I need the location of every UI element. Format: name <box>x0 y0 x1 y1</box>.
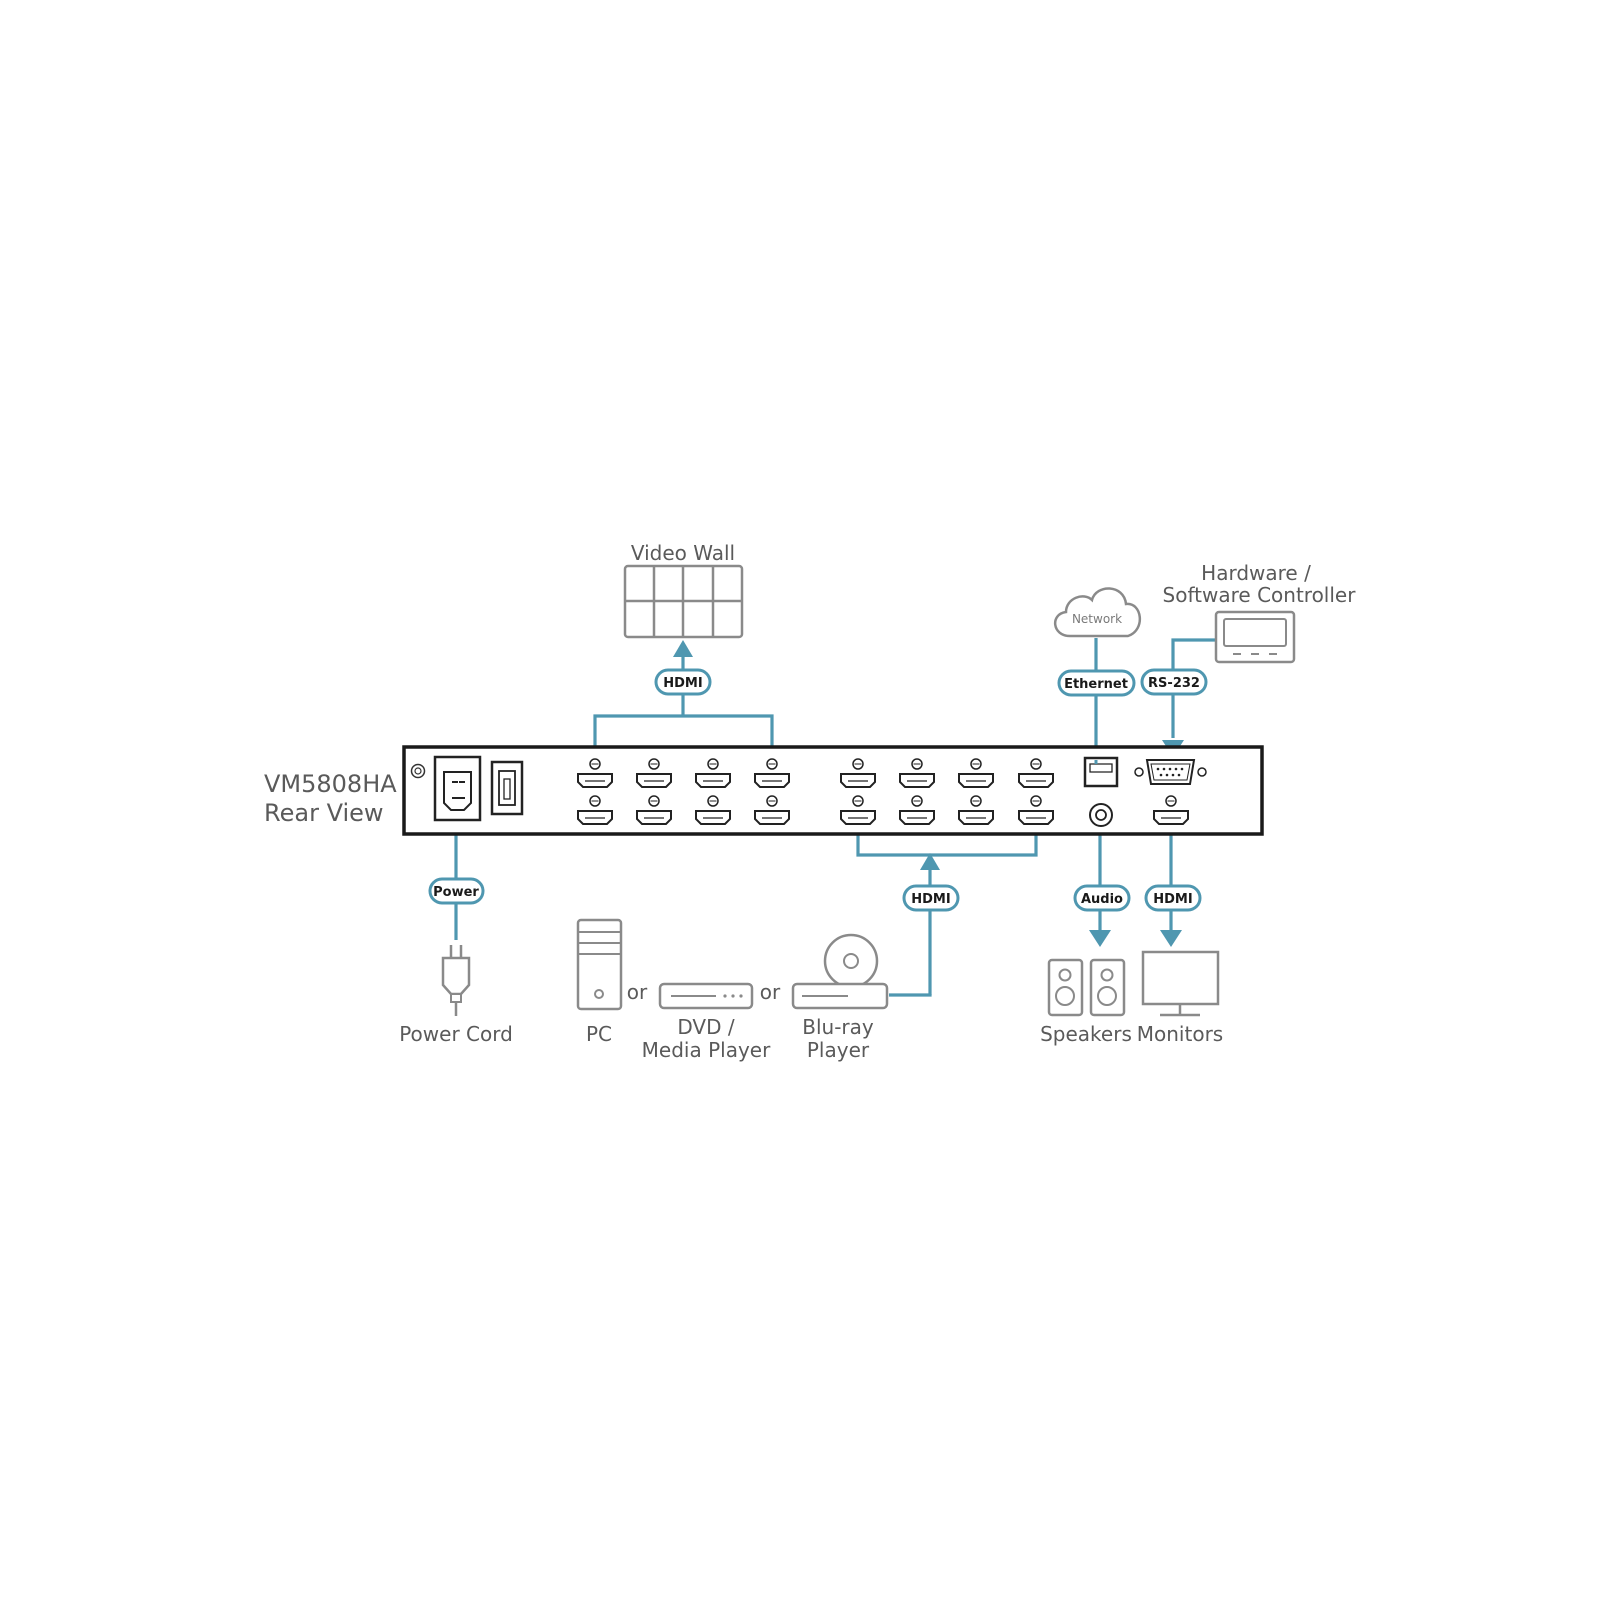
video-wall-label: Video Wall <box>631 541 735 565</box>
bluray-player-icon <box>791 933 889 1010</box>
or-label: or <box>760 980 781 1004</box>
controller-label-line2: Software Controller <box>1163 583 1357 607</box>
tag-audio: Audio <box>1073 884 1131 912</box>
tag-hdmi-monitor: HDMI <box>1144 884 1202 912</box>
rs232-cable <box>1171 638 1215 738</box>
tag-power: Power <box>428 877 485 905</box>
tag-hdmi-in: HDMI <box>902 884 960 912</box>
rear-panel <box>402 745 1264 836</box>
hdmi-in-cable <box>856 830 1038 857</box>
svg-text:HDMI: HDMI <box>911 892 950 907</box>
speakers-label: Speakers <box>1040 1022 1132 1046</box>
monitors-label: Monitors <box>1137 1022 1223 1046</box>
video-wall-icon <box>623 564 744 639</box>
network-cloud-icon: Network <box>1054 587 1141 638</box>
power-cord-label: Power Cord <box>399 1022 513 1046</box>
view-subtitle: Rear View <box>264 799 384 827</box>
bluray-label-line2: Player <box>807 1038 870 1062</box>
svg-text:Audio: Audio <box>1081 892 1123 907</box>
rs232-port-icon <box>1134 759 1207 785</box>
model-title: VM5808HA <box>264 770 397 798</box>
speakers-icon <box>1047 958 1126 1017</box>
controller-icon <box>1214 610 1296 664</box>
svg-text:Power: Power <box>433 885 479 900</box>
svg-text:HDMI: HDMI <box>1153 892 1192 907</box>
arrow-up-icon <box>920 853 940 870</box>
pc-label: PC <box>586 1022 612 1046</box>
network-label: Network <box>1072 612 1122 626</box>
arrow-up-icon <box>673 640 693 657</box>
tag-rs232: RS-232 <box>1140 668 1208 696</box>
controller-label-line1: Hardware / <box>1201 561 1311 585</box>
monitor-icon <box>1141 950 1220 1017</box>
tag-ethernet: Ethernet <box>1057 669 1136 697</box>
power-plug-icon <box>441 945 471 1016</box>
tag-hdmi-out: HDMI <box>654 668 712 696</box>
ground-screw-icon <box>410 763 426 779</box>
ethernet-port-icon <box>1083 756 1119 788</box>
audio-jack-icon <box>1089 803 1113 827</box>
arrow-down-icon <box>1089 930 1111 947</box>
dvd-label-line1: DVD / <box>677 1015 734 1039</box>
or-label: or <box>627 980 648 1004</box>
pc-tower-icon <box>576 918 623 1011</box>
dvd-label-line2: Media Player <box>642 1038 771 1062</box>
bluray-label-line1: Blu-ray <box>802 1015 874 1039</box>
power-socket-icon <box>433 755 482 822</box>
svg-text:RS-232: RS-232 <box>1148 676 1200 691</box>
svg-text:HDMI: HDMI <box>663 676 702 691</box>
svg-text:Ethernet: Ethernet <box>1064 677 1128 692</box>
dvd-player-icon <box>658 982 754 1010</box>
arrow-down-icon <box>1160 930 1182 947</box>
power-switch-icon <box>490 760 524 816</box>
